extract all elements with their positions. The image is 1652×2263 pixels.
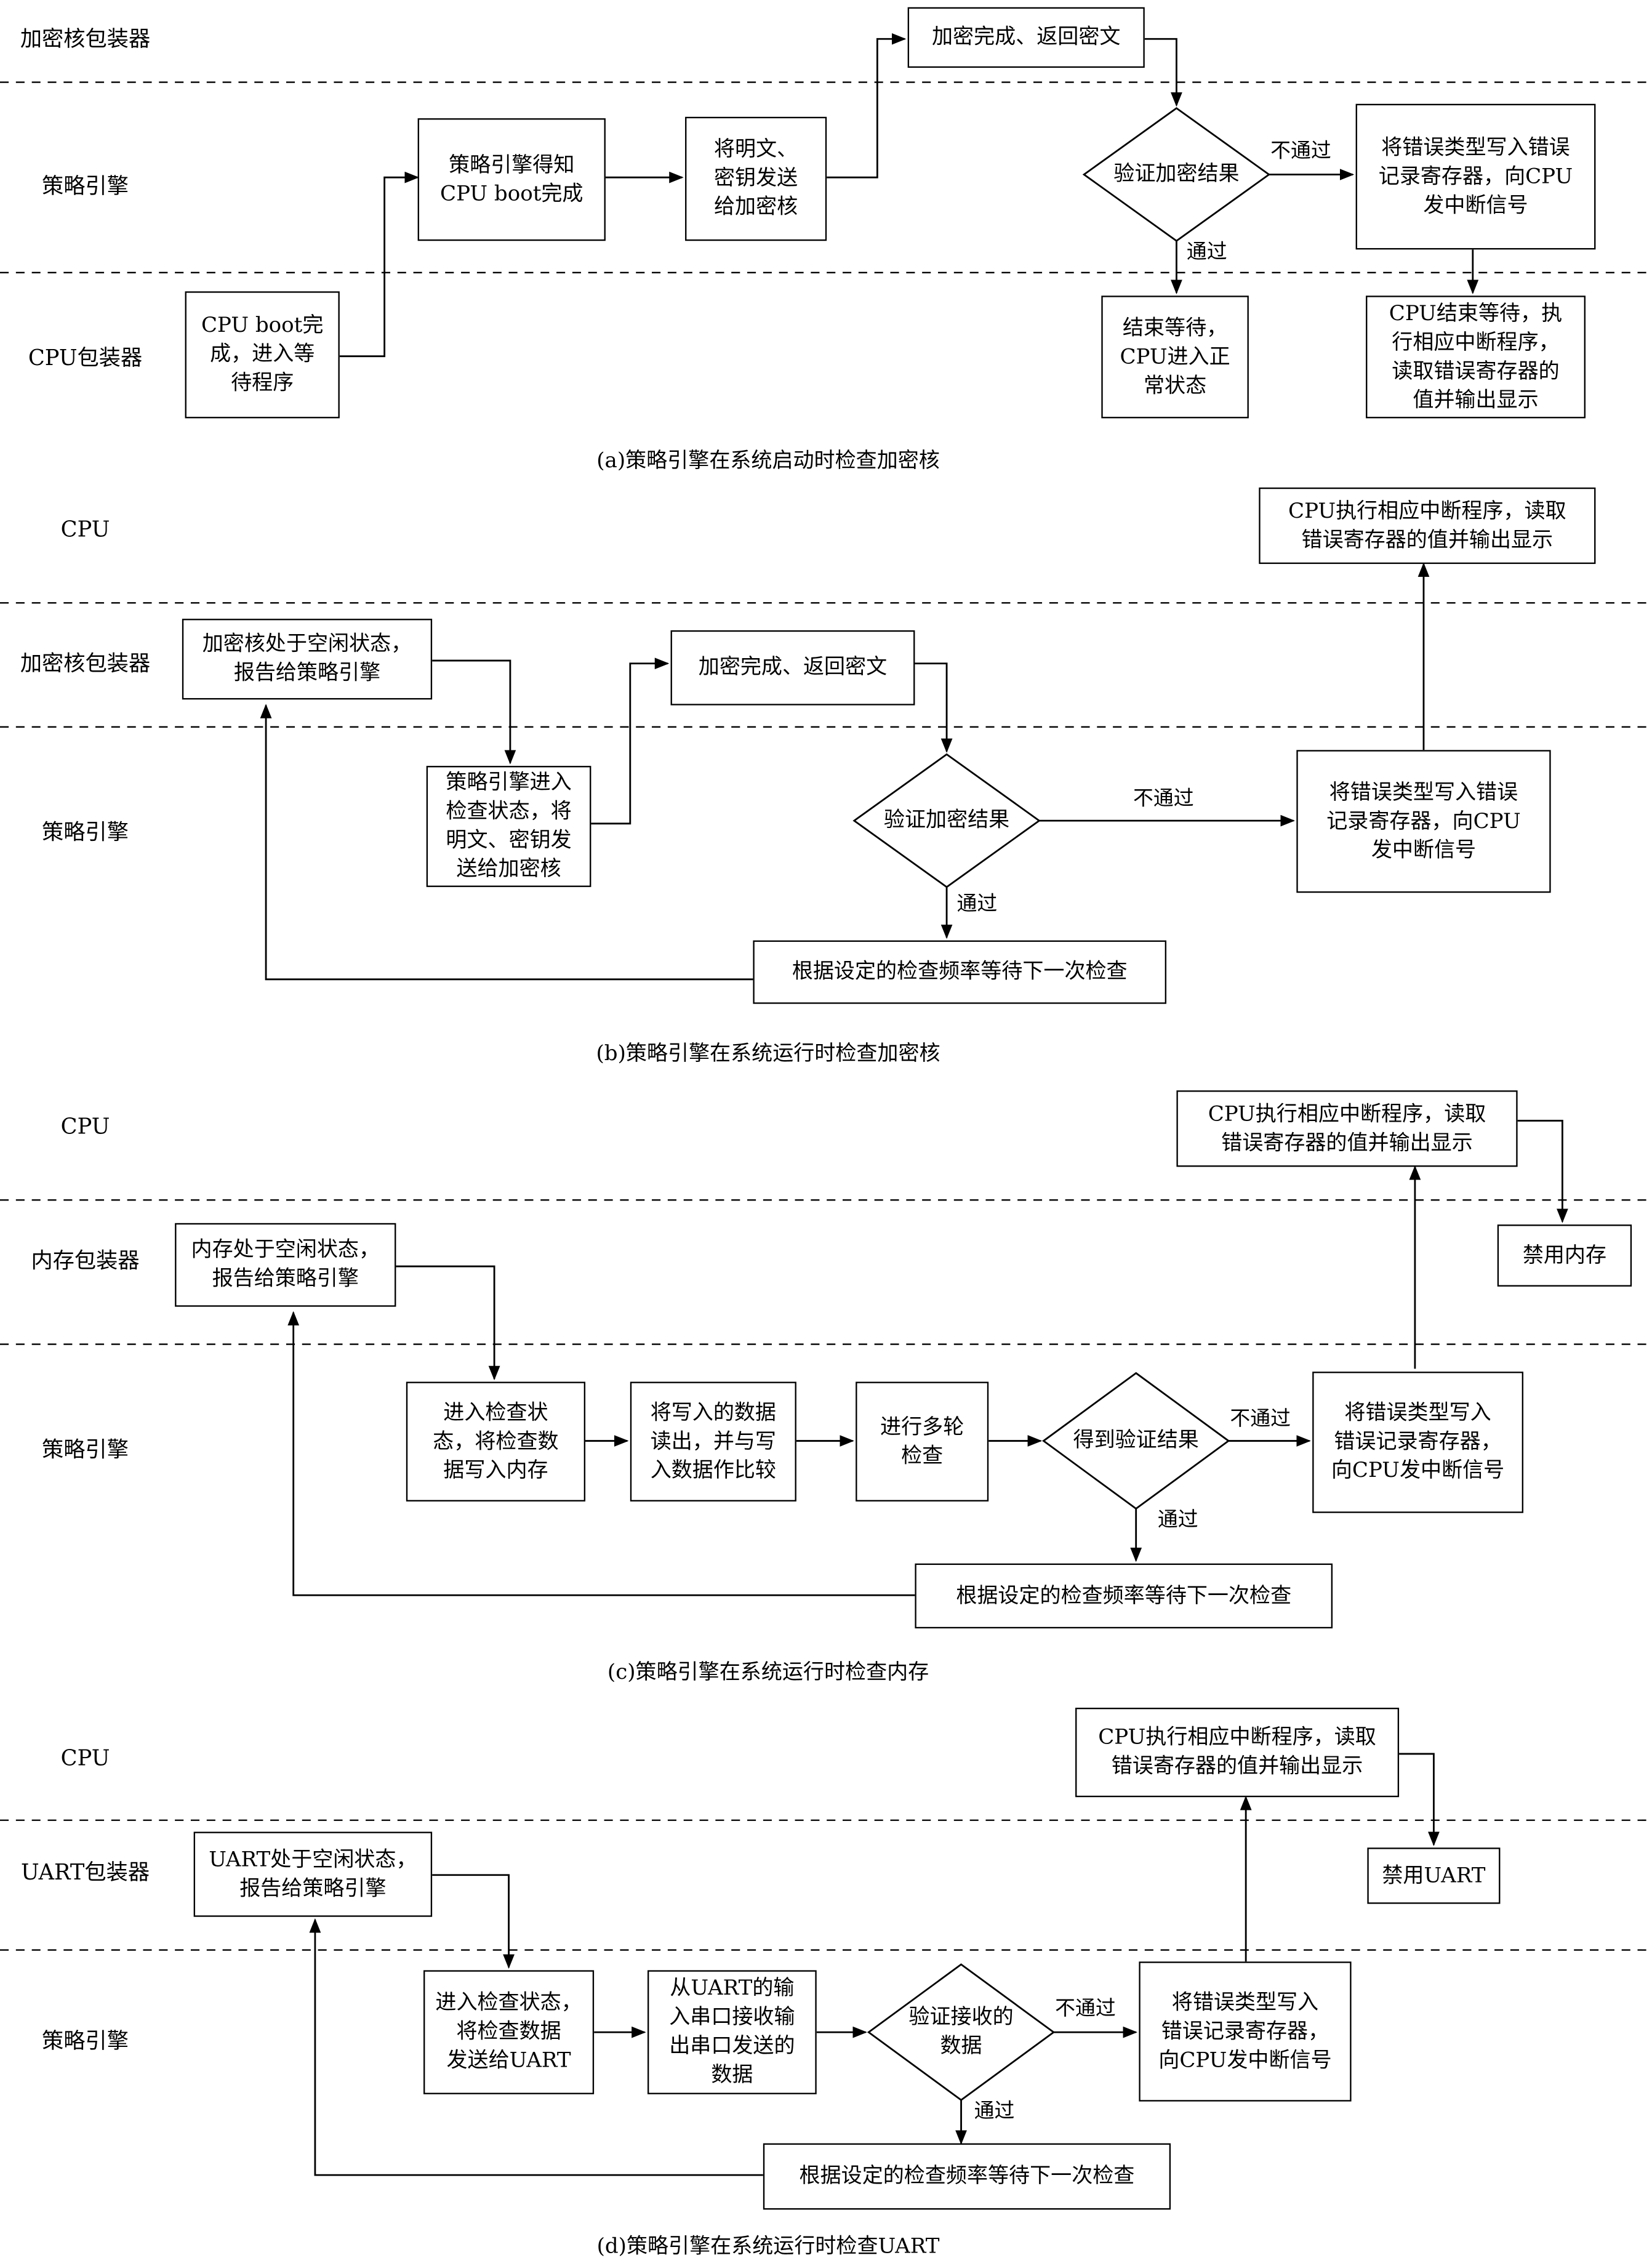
encryption-idle-box: 加密核处于空闲状态， 报告给策略引擎 (182, 619, 433, 700)
verify-result-decision: 得到验证结果 (1073, 1429, 1199, 1453)
pass-label: 通过 (955, 891, 999, 918)
verify-encryption-decision: 验证加密结果 (883, 809, 1010, 832)
encryption-done-box: 加密完成、返回密文 (670, 630, 915, 705)
decision-diamonds (852, 107, 1271, 2102)
lane-policy-engine: 策略引擎 (42, 2028, 129, 2054)
write-error-register-box: 将错误类型写入 错误记录寄存器， 向CPU发中断信号 (1139, 1961, 1352, 2102)
cpu-exec-interrupt-box: CPU执行相应中断程序，读取 错误寄存器的值并输出显示 (1075, 1707, 1400, 1798)
cpu-exec-interrupt-box: CPU执行相应中断程序，读取 错误寄存器的值并输出显示 (1176, 1090, 1518, 1167)
lane-memory-wrapper: 内存包装器 (31, 1247, 140, 1274)
lane-cpu: CPU (60, 1745, 110, 1772)
fail-label: 不通过 (1053, 1996, 1118, 2022)
lane-uart-wrapper: UART包装器 (20, 1859, 150, 1886)
pass-label: 通过 (1156, 1507, 1200, 1533)
fail-label: 不通过 (1269, 138, 1333, 165)
enter-check-state-box: 策略引擎进入 检查状态，将 明文、密钥发 送给加密核 (426, 766, 591, 887)
uart-idle-box: UART处于空闲状态， 报告给策略引擎 (193, 1831, 433, 1917)
caption-b: (b)策略引擎在系统运行时检查加密核 (596, 1042, 940, 1066)
wait-next-check-box: 根据设定的检查频率等待下一次检查 (753, 940, 1166, 1004)
end-wait-normal-box: 结束等待， CPU进入正 常状态 (1101, 295, 1249, 419)
wait-next-check-box: 根据设定的检查频率等待下一次检查 (763, 2143, 1171, 2210)
memory-idle-box: 内存处于空闲状态， 报告给策略引擎 (175, 1223, 396, 1307)
write-error-register-box: 将错误类型写入 错误记录寄存器， 向CPU发中断信号 (1312, 1372, 1524, 1513)
send-plaintext-key-box: 将明文、 密钥发送 给加密核 (685, 116, 827, 241)
disable-uart-box: 禁用UART (1367, 1847, 1501, 1904)
caption-a: (a)策略引擎在系统启动时检查加密核 (596, 449, 940, 473)
pass-label: 通过 (1185, 239, 1229, 266)
lane-policy-engine: 策略引擎 (42, 819, 129, 845)
cpu-exec-interrupt-box: CPU执行相应中断程序，读取 错误寄存器的值并输出显示 (1259, 487, 1596, 565)
encryption-done-box: 加密完成、返回密文 (907, 7, 1145, 68)
lane-cpu-wrapper: CPU包装器 (28, 344, 143, 371)
fail-label: 不通过 (1228, 1406, 1293, 1433)
caption-c: (c)策略引擎在系统运行时检查内存 (607, 1662, 929, 1685)
verify-encryption-decision: 验证加密结果 (1113, 163, 1240, 187)
lane-encryption-wrapper: 加密核包装器 (20, 26, 151, 52)
read-compare-box: 将写入的数据 读出，并与写 入数据作比较 (630, 1381, 796, 1501)
lane-encryption-wrapper: 加密核包装器 (20, 650, 151, 677)
write-error-register-box: 将错误类型写入错误 记录寄存器，向CPU 发中断信号 (1355, 103, 1596, 250)
caption-d: (d)策略引擎在系统运行时检查UART (596, 2235, 940, 2259)
pass-label: 通过 (972, 2098, 1016, 2125)
policy-engine-notified-box: 策略引擎得知 CPU boot完成 (417, 118, 606, 241)
lane-policy-engine: 策略引擎 (42, 1436, 129, 1463)
verify-received-decision: 验证接收的 数据 (908, 2006, 1014, 2059)
enter-check-state-box: 进入检查状 态，将检查数 据写入内存 (406, 1381, 586, 1501)
multi-round-check-box: 进行多轮 检查 (856, 1381, 989, 1501)
write-error-register-box: 将错误类型写入错误 记录寄存器，向CPU 发中断信号 (1296, 750, 1551, 893)
flow-arrows (260, 33, 1568, 2176)
cpu-boot-box: CPU boot完 成，进入等 待程序 (185, 291, 340, 419)
lane-cpu: CPU (60, 516, 110, 542)
disable-memory-box: 禁用内存 (1497, 1224, 1632, 1287)
receive-uart-data-box: 从UART的输 入串口接收输 出串口发送的 数据 (647, 1970, 817, 2094)
lane-policy-engine: 策略引擎 (42, 173, 129, 199)
wait-next-check-box: 根据设定的检查频率等待下一次检查 (915, 1563, 1333, 1629)
lane-dividers (0, 81, 1652, 1951)
fail-label: 不通过 (1131, 786, 1195, 813)
enter-check-state-box: 进入检查状态， 将检查数据 发送给UART (423, 1970, 595, 2094)
lane-cpu: CPU (60, 1113, 110, 1140)
cpu-interrupt-box: CPU结束等待，执 行相应中断程序， 读取错误寄存器的 值并输出显示 (1366, 295, 1586, 419)
